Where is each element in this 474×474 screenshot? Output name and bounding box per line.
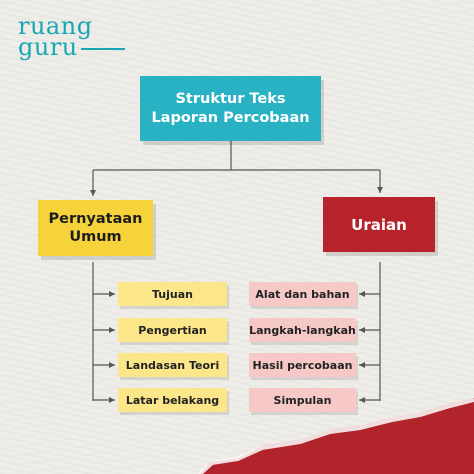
right-item-alat-dan-bahan: Alat dan bahan xyxy=(249,282,356,306)
logo-line-1: ruang xyxy=(18,12,93,40)
right-item-langkah-langkah: Langkah-langkah xyxy=(249,318,356,342)
right-item-simpulan: Simpulan xyxy=(249,388,356,412)
right-item-hasil-percobaan: Hasil percobaan xyxy=(249,353,356,377)
left-item-tujuan: Tujuan xyxy=(118,282,227,306)
ruangguru-logo: ruang guru xyxy=(18,12,125,61)
left-title-line-1: Pernyataan xyxy=(48,211,143,227)
left-item-latar-belakang: Latar belakang xyxy=(118,388,227,412)
root-node: Struktur Teks Laporan Percobaan xyxy=(140,76,321,141)
root-title-line-1: Struktur Teks xyxy=(175,90,286,107)
left-title-line-2: Umum xyxy=(69,229,122,245)
left-item-pengertian: Pengertian xyxy=(118,318,227,342)
logo-underline xyxy=(80,47,125,50)
right-title: Uraian xyxy=(351,215,407,234)
uraian-node: Uraian xyxy=(323,197,435,252)
pernyataan-umum-node: Pernyataan Umum xyxy=(38,200,153,256)
root-title-line-2: Laporan Percobaan xyxy=(151,109,310,126)
left-item-landasan-teori: Landasan Teori xyxy=(118,353,227,377)
logo-line-2: guru xyxy=(18,33,78,61)
